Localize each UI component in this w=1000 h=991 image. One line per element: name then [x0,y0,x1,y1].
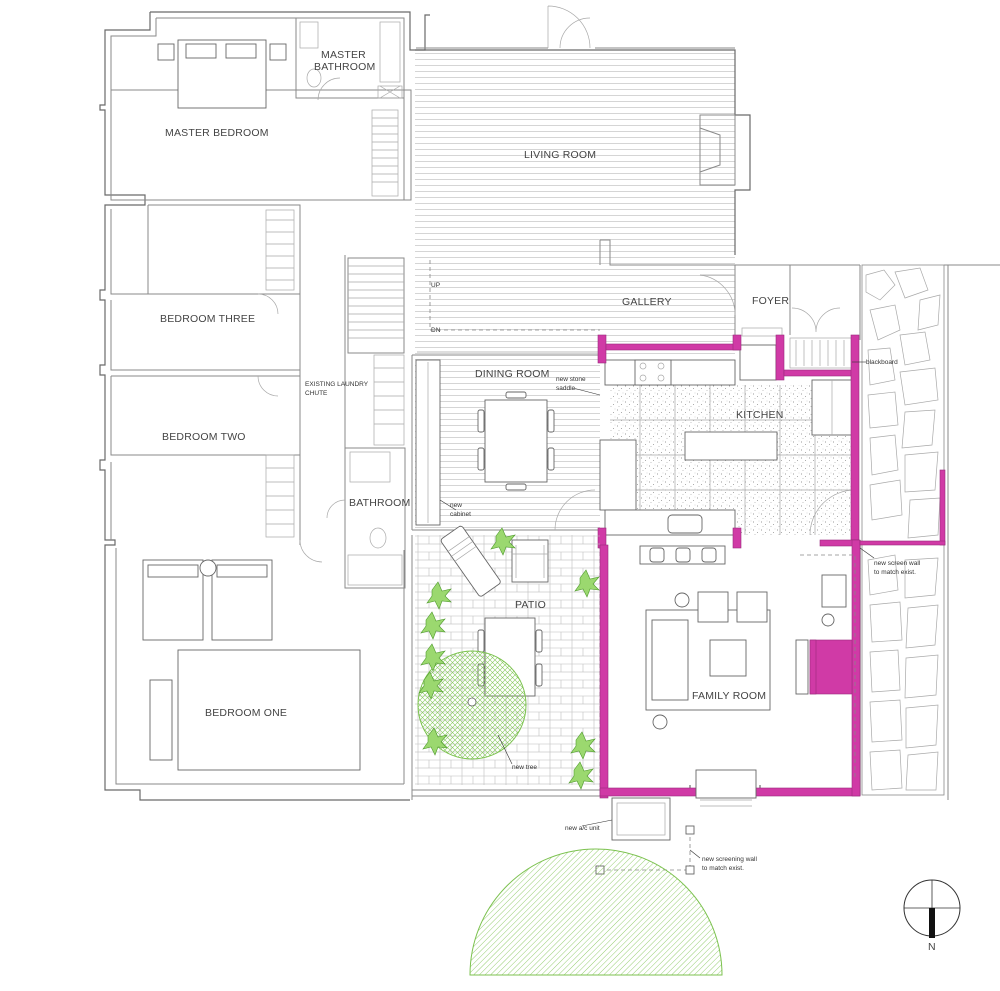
note-blackboard: blackboard [866,359,898,366]
label-family-room: FAMILY ROOM [692,690,766,702]
label-master-bathroom-line1: MASTER [321,49,366,61]
patio [411,525,601,800]
note-screening-wall-line2: to match exist. [702,865,744,872]
foyer [699,265,861,369]
kitchen [597,334,860,549]
note-ac-unit: new a/c unit [565,825,600,832]
label-foyer: FOYER [752,295,789,307]
bottom-tree [469,848,723,976]
note-laundry-line1: EXISTING LAUNDRY [305,381,369,388]
stone-walkway [859,264,1000,800]
label-patio: PATIO [515,599,546,611]
label-bedroom-three: BEDROOM THREE [160,313,255,325]
landscape-plants [418,527,600,790]
label-bedroom-one: BEDROOM ONE [205,707,287,719]
notes: UP DN EXISTING LAUNDRY CHUTE new stone s… [305,282,921,872]
label-bedroom-two: BEDROOM TWO [162,431,246,443]
label-master-bedroom: MASTER BEDROOM [165,127,269,139]
note-new-tree: new tree [512,764,537,771]
room-labels: MASTER BEDROOM MASTER BATHROOM LIVING RO… [160,49,789,719]
north-arrow: N [903,879,961,953]
note-stone-saddle-line2: saddle [556,385,576,392]
label-living-room: LIVING ROOM [524,149,596,161]
north-label: N [928,941,936,953]
family-room [599,539,861,807]
label-dining-room: DINING ROOM [475,368,550,380]
note-cabinet-line2: cabinet [450,511,471,518]
note-screen-wall-line1: new screen wall [874,560,921,567]
note-screen-wall-line2: to match exist. [874,569,916,576]
note-laundry-line2: CHUTE [305,390,328,397]
note-stone-saddle-line1: new stone [556,376,586,383]
note-cabinet-line1: new [450,502,462,509]
label-gallery: GALLERY [622,296,672,308]
label-bathroom: BATHROOM [349,497,411,509]
note-stair-up: UP [431,282,440,289]
bedroom-furniture [142,39,361,771]
note-stair-dn: DN [431,327,441,334]
annotation-leaders [439,361,875,859]
dining-table [477,391,555,491]
label-kitchen: KITCHEN [736,409,784,421]
note-screening-wall-line1: new screening wall [702,856,757,863]
label-master-bathroom-line2: BATHROOM [314,61,376,73]
